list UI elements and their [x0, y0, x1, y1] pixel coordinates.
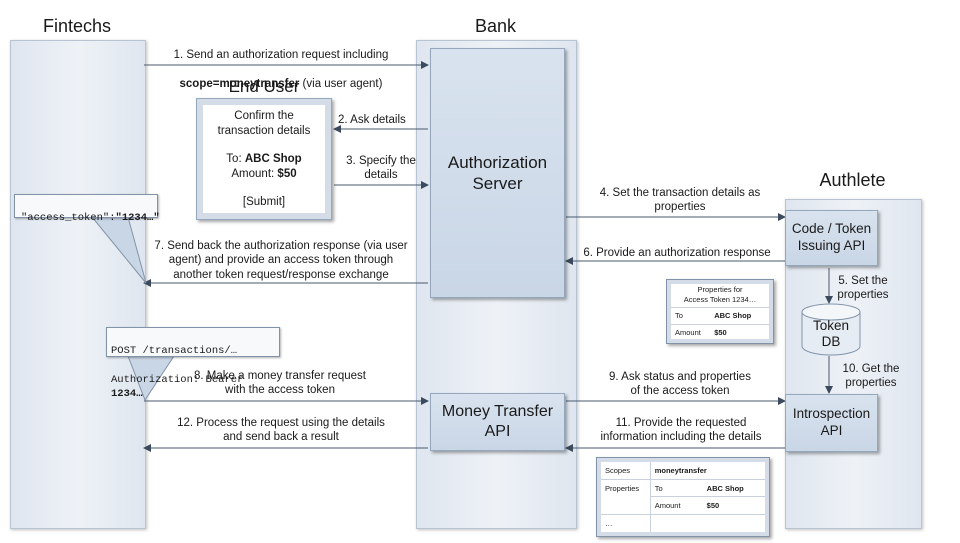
step-10-label: 10. Get the properties — [842, 363, 900, 390]
request-post-line: POST /transactions/… — [111, 345, 238, 358]
table-row: Amount $50 — [671, 323, 769, 341]
step-4-label: 4. Set the transaction details as proper… — [599, 187, 761, 214]
table-row: Scopes moneytransfer — [601, 462, 765, 480]
step-12-label: 12. Process the request using the detail… — [177, 417, 385, 444]
submit-button[interactable]: [Submit] — [242, 195, 286, 208]
info-scopes-label: Scopes — [605, 465, 631, 475]
table-row: To ABC Shop — [671, 306, 769, 324]
step-1-label: 1. Send an authorization request includi… — [150, 34, 412, 106]
amount-row: Amount: $50 — [203, 167, 325, 182]
to-label: To: — [226, 152, 245, 165]
step-6-label: 6. Provide an authorization response — [583, 247, 771, 259]
confirm-line-1: Confirm the — [234, 110, 294, 122]
amount-value: $50 — [277, 167, 297, 180]
end-user-form: Confirm the transaction details To: ABC … — [203, 105, 325, 213]
info-card: Scopes moneytransfer Properties To ABC S… — [596, 457, 770, 537]
authlete-title: Authlete — [819, 170, 886, 190]
introspection-api: Introspection API — [785, 394, 878, 452]
step-8-label: 8. Make a money transfer request with th… — [194, 370, 366, 397]
end-user-screen: Confirm the transaction details To: ABC … — [196, 98, 332, 220]
info-to-label: To — [649, 478, 703, 497]
auth-value: 1234… — [111, 387, 143, 400]
properties-card-body: Properties for Access Token 1234… To ABC… — [671, 284, 769, 341]
money-transfer-api: Money Transfer API — [430, 393, 565, 451]
token-db-label: Token DB — [812, 318, 850, 350]
properties-table: To ABC Shop Amount $50 — [671, 306, 769, 341]
step-1-tail: (via user agent) — [299, 78, 383, 91]
auth-prefix: Authorization: Bearer — [111, 373, 244, 386]
authorization-server: Authorization Server — [430, 48, 565, 298]
step-3-label: 3. Specify the details — [346, 155, 416, 182]
step-7-label: 7. Send back the authorization response … — [154, 240, 408, 281]
info-properties-label: Properties — [601, 478, 651, 497]
bank-title: Bank — [474, 16, 517, 36]
info-amount-label: Amount — [649, 496, 703, 515]
step-2-label: 2. Ask details — [338, 114, 406, 126]
access-token-callout: "access_token":"1234…" — [14, 194, 160, 224]
to-value: ABC Shop — [244, 152, 302, 165]
table-row: Properties To ABC Shop — [601, 478, 765, 497]
table-row: … — [601, 514, 765, 532]
table-row: Amount $50 — [601, 496, 765, 515]
step-9-label: 9. Ask status and properties of the acce… — [609, 371, 751, 398]
step-1-scope: scope=moneytransfer — [179, 78, 300, 91]
to-row: To: ABC Shop — [203, 152, 325, 167]
fintechs-lane — [10, 40, 146, 529]
end-user-title: End User — [228, 77, 300, 96]
request-callout: POST /transactions/… Authorization: Bear… — [106, 327, 280, 400]
confirm-line-2: transaction details — [217, 124, 311, 137]
info-to-value: ABC Shop — [702, 478, 765, 497]
prop-key-to: To — [671, 306, 711, 324]
info-ellipsis: … — [601, 514, 651, 532]
info-table: Scopes moneytransfer Properties To ABC S… — [601, 462, 765, 532]
fintechs-title: Fintechs — [42, 16, 112, 36]
token-db-cylinder — [801, 303, 861, 356]
code-token-issuing-api: Code / Token Issuing API — [785, 210, 878, 266]
amount-label: Amount: — [231, 167, 278, 180]
info-scopes-value: moneytransfer — [649, 462, 765, 480]
prop-key-amount: Amount — [671, 323, 711, 341]
step-1-line-2: scope=moneytransfer (via user agent) — [150, 77, 412, 91]
properties-card: Properties for Access Token 1234… To ABC… — [666, 279, 774, 344]
prop-value-to: ABC Shop — [710, 306, 769, 324]
access-token-pointer — [90, 216, 147, 284]
access-token-value: "1234…" — [115, 212, 160, 224]
info-card-body: Scopes moneytransfer Properties To ABC S… — [601, 462, 765, 532]
step-1-line-1: 1. Send an authorization request includi… — [173, 49, 389, 62]
prop-value-amount: $50 — [710, 323, 769, 341]
step-5-label: 5. Set the properties — [837, 275, 889, 302]
step-11-label: 11. Provide the requested information in… — [600, 417, 762, 444]
access-token-key: "access_token": — [21, 212, 116, 224]
properties-card-title: Properties for Access Token 1234… — [683, 285, 757, 304]
request-auth-line: Authorization: Bearer 1234… — [111, 373, 275, 401]
info-amount-value: $50 — [702, 496, 765, 515]
